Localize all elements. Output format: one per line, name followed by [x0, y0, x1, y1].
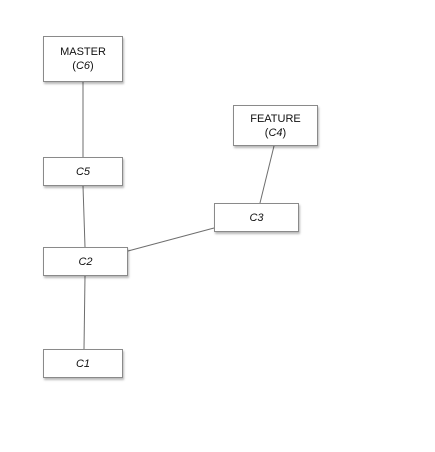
branch-label: MASTER: [60, 46, 106, 58]
branch-node-feature: FEATURE (C4): [233, 105, 318, 146]
branch-node-master: MASTER (C6): [43, 36, 123, 82]
edge-c2-c1: [83, 275, 86, 350]
branch-label: FEATURE: [250, 112, 301, 125]
commit-node-c2: C2: [43, 247, 128, 276]
commit-label: C1: [75, 357, 91, 370]
commit-node-c5: C5: [43, 157, 123, 186]
edge-c3-feature: [259, 145, 275, 204]
commit-node-c1: C1: [43, 349, 123, 378]
branch-ref: (C6): [72, 60, 94, 72]
commit-node-c3: C3: [214, 203, 299, 232]
branch-ref-commit: C4: [268, 126, 283, 139]
branch-ref: (C4): [264, 126, 287, 139]
commit-label: C2: [78, 255, 93, 268]
branch-ref-commit: C6: [75, 60, 91, 72]
commit-label: C3: [249, 211, 264, 224]
commit-label: C5: [75, 165, 91, 178]
edge-c5-c2: [82, 185, 86, 248]
edge-c2-c3: [127, 227, 215, 252]
